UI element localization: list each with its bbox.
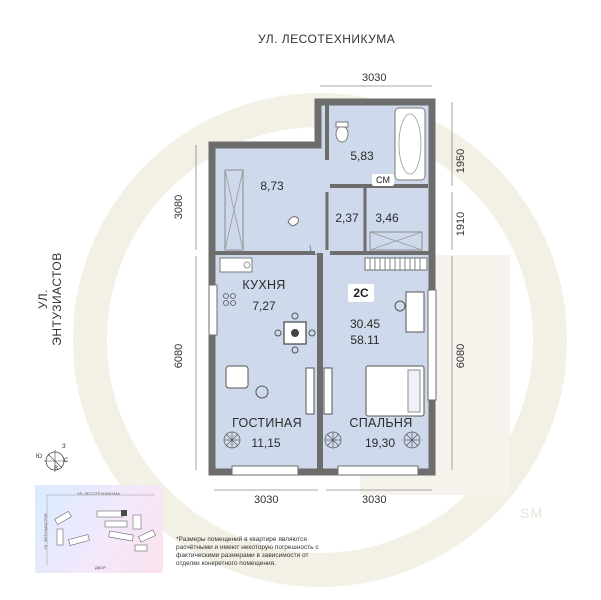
living-name: ГОСТИНАЯ [232,416,302,430]
hall-area: 8,73 [260,179,284,193]
compass-icon [44,450,66,472]
corridor-area: 2,37 [335,211,359,225]
dim-bottom-left: 3030 [254,494,279,506]
bedroom-name: СПАЛЬНЯ [349,416,413,430]
bathroom-tag: СМ [372,174,394,186]
dim-right-lower: 6080 [455,343,467,369]
tv-unit-living [305,367,315,415]
desk [405,291,425,333]
minimap-bottom-label: ДВОР [95,565,107,570]
bedroom-area: 19,30 [364,436,396,450]
compass-w: З [62,444,66,450]
wardrobe-area: 3,46 [375,211,399,225]
window-right [427,289,437,401]
window-bottom-left [231,465,299,476]
dim-bottom-right: 3030 [362,494,387,506]
armchair [225,365,249,389]
watermark-logo: SM [520,505,543,521]
dim-top-width: 3030 [362,72,387,84]
hall-plant [287,216,299,227]
bathroom-area: 5,83 [350,149,374,163]
compass-e: В [54,466,59,472]
kitchen-counter [219,257,253,273]
apartment-living-area: 30.45 [349,317,381,331]
bathtub [394,107,426,181]
kitchen-name: КУХНЯ [242,278,286,292]
apartment-total-area: 58.11 [350,333,380,347]
disclaimer-note: *Размеры помещений в квартире являются р… [176,536,319,567]
plant-right [324,431,342,449]
hall-closet [224,169,244,251]
compass-s: Ю [36,454,43,460]
plant-left [223,431,241,449]
dim-right-top: 1950 [455,148,467,174]
bedroom-wardrobe [364,257,428,271]
toilet [335,125,349,143]
stove [223,293,236,306]
dim-left-upper: 3080 [173,194,185,220]
outer-wall [208,98,436,476]
compass-n: С [64,458,69,464]
wardrobe-box [369,231,423,251]
window-left-kitchen [208,284,218,336]
dim-right-mid: 1910 [455,211,467,237]
apartment-type-badge: 2С [348,284,374,302]
minimap-top-street: УЛ. ЛЕСОТЕХНИКУМА [77,491,120,496]
living-area: 11,15 [251,436,281,450]
window-bottom-right [337,465,419,476]
entry-door [309,244,321,256]
street-top-label: УЛ. ЛЕСОТЕХНИКУМА [258,32,396,46]
kitchen-area: 7,27 [252,299,276,313]
minimap-buildings [46,494,156,565]
location-minimap: УЛ. ЛЕСОТЕХНИКУМА УЛ. ЭНТУЗИАСТОВ ДВОР [35,485,163,573]
tv-unit-bedroom [323,367,333,415]
plant-bedroom [403,431,421,449]
dim-left-lower: 6080 [173,343,185,369]
